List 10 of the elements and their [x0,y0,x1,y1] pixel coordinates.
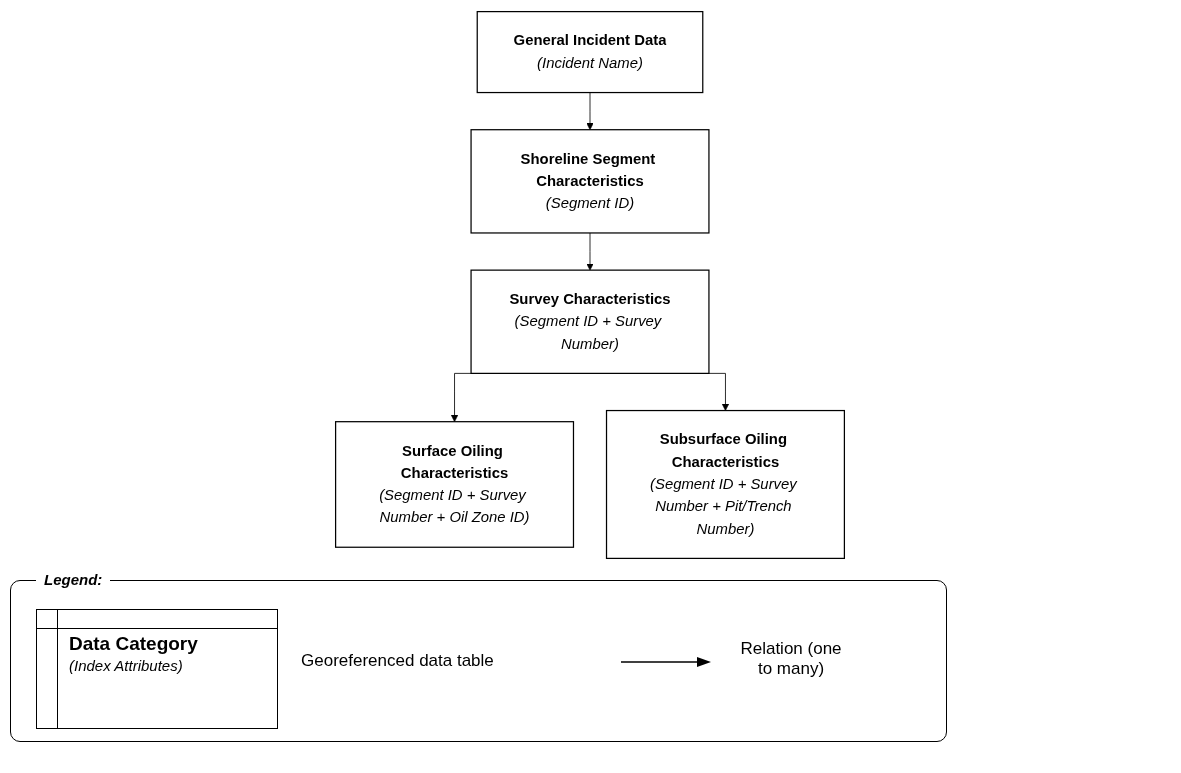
node-box: Surface Oiling Characteristics (Segment ID + Survey Number + Oil Zone ID) [335,421,575,548]
legend-text: Relation (one to many) [739,639,843,679]
node-box: Shoreline Segment Characteristics (Segment ID) [470,129,710,234]
legend-text: Georeferenced data table [301,651,494,671]
sample-heading: Data Category [69,633,198,655]
sample-subtitle: (Index Attributes) [69,657,183,674]
node-box: General Incident Data (Incident Name) [476,11,704,94]
node-box: Survey Characteristics (Segment ID + Survey Number) [470,269,710,374]
legend-title: Legend: [36,571,111,588]
node-box: Subsurface Oiling Characteristics (Segment ID + Survey Number + Pit/Trench Number) [605,409,845,559]
